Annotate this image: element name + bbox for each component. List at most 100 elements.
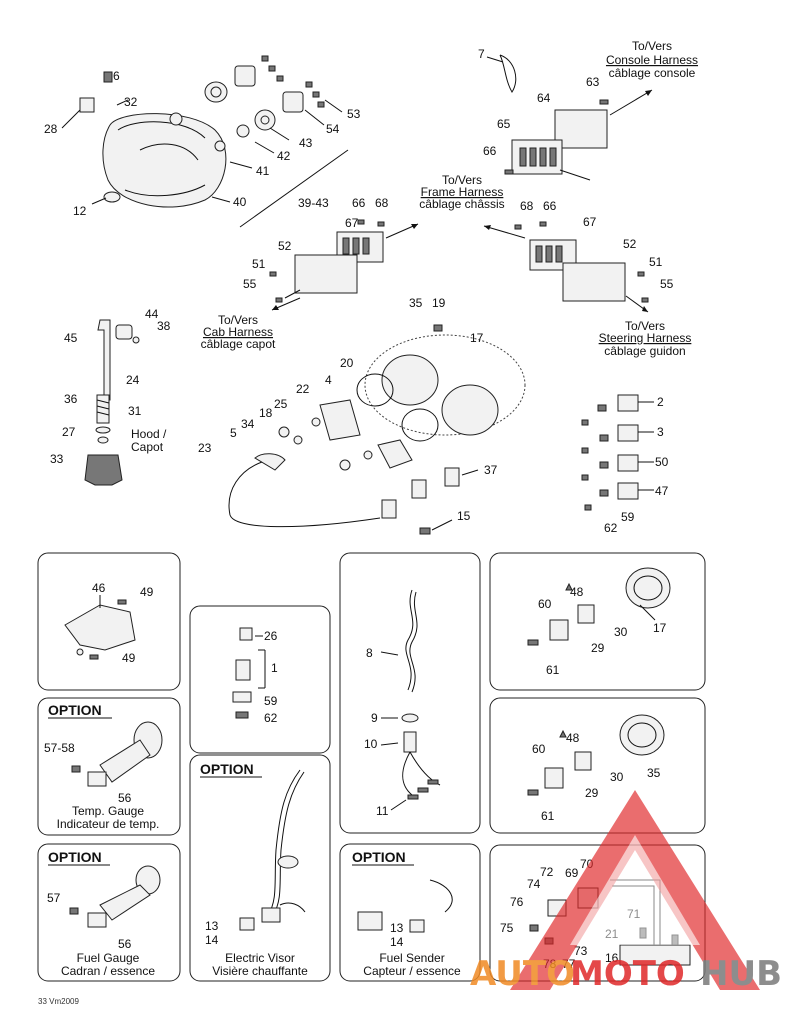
fuel-gauge-label: Fuel Gauge Cadran / essence <box>61 951 155 978</box>
callout-17b: 17 <box>653 621 667 635</box>
panel-gauge-35: 48 60 30 35 29 61 <box>489 697 706 834</box>
callout-30b: 30 <box>610 770 624 784</box>
callout-17: 17 <box>470 331 484 345</box>
svg-text:Fuel Sender: Fuel Sender <box>379 951 444 965</box>
callout-14b: 14 <box>390 935 404 949</box>
callout-62b: 62 <box>264 711 278 725</box>
panel-option-fuel-sender: OPTION 13 14 Fuel Sender Capteur / essen… <box>339 843 481 982</box>
svg-text:Console Harness: Console Harness <box>606 53 698 67</box>
svg-text:Capteur / essence: Capteur / essence <box>363 964 461 978</box>
callout-28: 28 <box>44 122 58 136</box>
callout-66c: 66 <box>543 199 557 213</box>
svg-text:Cadran / essence: Cadran / essence <box>61 964 155 978</box>
gauge-cluster: 35 19 17 20 4 22 25 18 34 5 23 37 15 <box>198 296 526 535</box>
callout-61b: 61 <box>541 809 555 823</box>
callout-35: 35 <box>409 296 423 310</box>
callout-22: 22 <box>296 382 310 396</box>
callout-76: 76 <box>510 895 524 909</box>
panel-option-temp-gauge: OPTION 57-58 56 Temp. Gauge Indicateur d… <box>37 697 181 836</box>
svg-text:To/Vers: To/Vers <box>632 39 672 53</box>
svg-text:To/Vers: To/Vers <box>625 319 665 333</box>
callout-10: 10 <box>364 737 378 751</box>
headlight-assembly: 6 28 32 12 40 41 42 43 53 54 39-43 <box>44 55 361 228</box>
callout-69: 69 <box>565 866 579 880</box>
svg-text:Frame Harness: Frame Harness <box>421 185 504 199</box>
svg-text:câblage console: câblage console <box>609 66 696 80</box>
panel-sensor: 8 9 10 11 <box>339 552 481 834</box>
callout-75: 75 <box>500 921 514 935</box>
callout-13a: 13 <box>205 919 219 933</box>
callout-43: 43 <box>299 136 313 150</box>
svg-text:Visière chauffante: Visière chauffante <box>212 964 308 978</box>
svg-text:Electric Visor: Electric Visor <box>225 951 295 965</box>
callout-33: 33 <box>50 452 64 466</box>
callout-65: 65 <box>497 117 511 131</box>
callout-24: 24 <box>126 373 140 387</box>
callout-23: 23 <box>198 441 212 455</box>
option-heading: OPTION <box>200 761 254 777</box>
callout-53: 53 <box>347 107 361 121</box>
callout-35b: 35 <box>647 766 661 780</box>
option-heading: OPTION <box>48 849 102 865</box>
callout-18: 18 <box>259 406 273 420</box>
callout-52b: 52 <box>623 237 637 251</box>
callout-8: 8 <box>366 646 373 660</box>
callout-36: 36 <box>64 392 78 406</box>
callout-56b: 56 <box>118 937 132 951</box>
callout-29b: 29 <box>585 786 599 800</box>
callout-48b: 48 <box>566 731 580 745</box>
callout-64: 64 <box>537 91 551 105</box>
watermark-logo: AUTO MOTO HUB <box>470 790 782 994</box>
panel-option-electric-visor: OPTION 13 14 Electric Visor Visière chau… <box>189 754 331 982</box>
callout-16: 16 <box>605 951 619 965</box>
callout-59a: 59 <box>621 510 635 524</box>
callout-56a: 56 <box>118 791 132 805</box>
callout-9: 9 <box>371 711 378 725</box>
callout-45: 45 <box>64 331 78 345</box>
callout-29a: 29 <box>591 641 605 655</box>
callout-74: 74 <box>527 877 541 891</box>
callout-67a: 67 <box>345 216 359 230</box>
callout-19: 19 <box>432 296 446 310</box>
callout-62a: 62 <box>604 521 618 535</box>
callout-59b: 59 <box>264 694 278 708</box>
callout-37: 37 <box>484 463 498 477</box>
svg-text:Capot: Capot <box>131 440 164 454</box>
callout-51b: 51 <box>649 255 663 269</box>
callout-1: 1 <box>271 661 278 675</box>
callout-42: 42 <box>277 149 291 163</box>
callout-39-43: 39-43 <box>298 196 329 210</box>
svg-text:Indicateur de temp.: Indicateur de temp. <box>57 817 160 831</box>
callout-44: 44 <box>145 307 159 321</box>
callout-57: 57 <box>47 891 61 905</box>
callout-3: 3 <box>657 425 664 439</box>
callout-25: 25 <box>274 397 288 411</box>
callout-14a: 14 <box>205 933 219 947</box>
svg-text:câblage capot: câblage capot <box>201 337 276 351</box>
callout-26: 26 <box>264 629 278 643</box>
svg-text:Fuel Gauge: Fuel Gauge <box>77 951 140 965</box>
callout-38: 38 <box>157 319 171 333</box>
callout-66: 66 <box>483 144 497 158</box>
callout-2: 2 <box>657 395 664 409</box>
callout-40: 40 <box>233 195 247 209</box>
callout-52a: 52 <box>278 239 292 253</box>
callout-12: 12 <box>73 204 87 218</box>
callout-60b: 60 <box>532 742 546 756</box>
callout-7: 7 <box>478 47 485 61</box>
callout-72: 72 <box>540 865 554 879</box>
watermark-auto: AUTO <box>470 954 575 994</box>
panel-switch: 26 1 59 62 <box>189 605 331 754</box>
svg-text:To/Vers: To/Vers <box>442 173 482 187</box>
callout-57-58: 57-58 <box>44 741 75 755</box>
svg-text:To/Vers: To/Vers <box>218 313 258 327</box>
option-heading: OPTION <box>48 702 102 718</box>
console-harness-label: To/Vers Console Harness câblage console <box>606 39 698 80</box>
callout-11: 11 <box>376 804 389 818</box>
callout-47: 47 <box>655 484 669 498</box>
callout-66b: 66 <box>352 196 366 210</box>
callout-15: 15 <box>457 509 471 523</box>
callout-27: 27 <box>62 425 76 439</box>
svg-text:Temp. Gauge: Temp. Gauge <box>72 804 144 818</box>
